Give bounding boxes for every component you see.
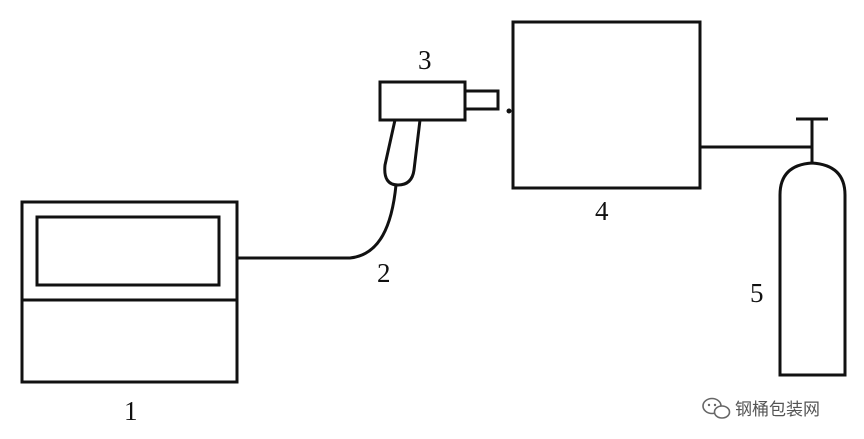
instrument-unit <box>20 200 239 384</box>
handheld-probe <box>378 80 512 187</box>
watermark: 钢桶包装网 <box>702 397 820 420</box>
chamber-box <box>511 20 702 190</box>
instrument-screen <box>35 215 221 287</box>
instrument-body <box>20 200 239 384</box>
label-2: 2 <box>377 258 391 288</box>
cylinder-body <box>778 161 847 377</box>
label-4: 4 <box>595 196 609 226</box>
label-1: 1 <box>124 396 138 426</box>
probe-nozzle <box>463 89 500 111</box>
label-3: 3 <box>418 45 432 75</box>
label-5: 5 <box>750 278 764 308</box>
gas-cylinder <box>778 117 847 377</box>
watermark-text: 钢桶包装网 <box>735 400 820 420</box>
probe-cable <box>237 184 398 260</box>
probe-tip <box>506 108 512 114</box>
probe-head <box>378 80 467 122</box>
wechat-icon <box>702 397 731 419</box>
probe-handle <box>383 119 422 187</box>
